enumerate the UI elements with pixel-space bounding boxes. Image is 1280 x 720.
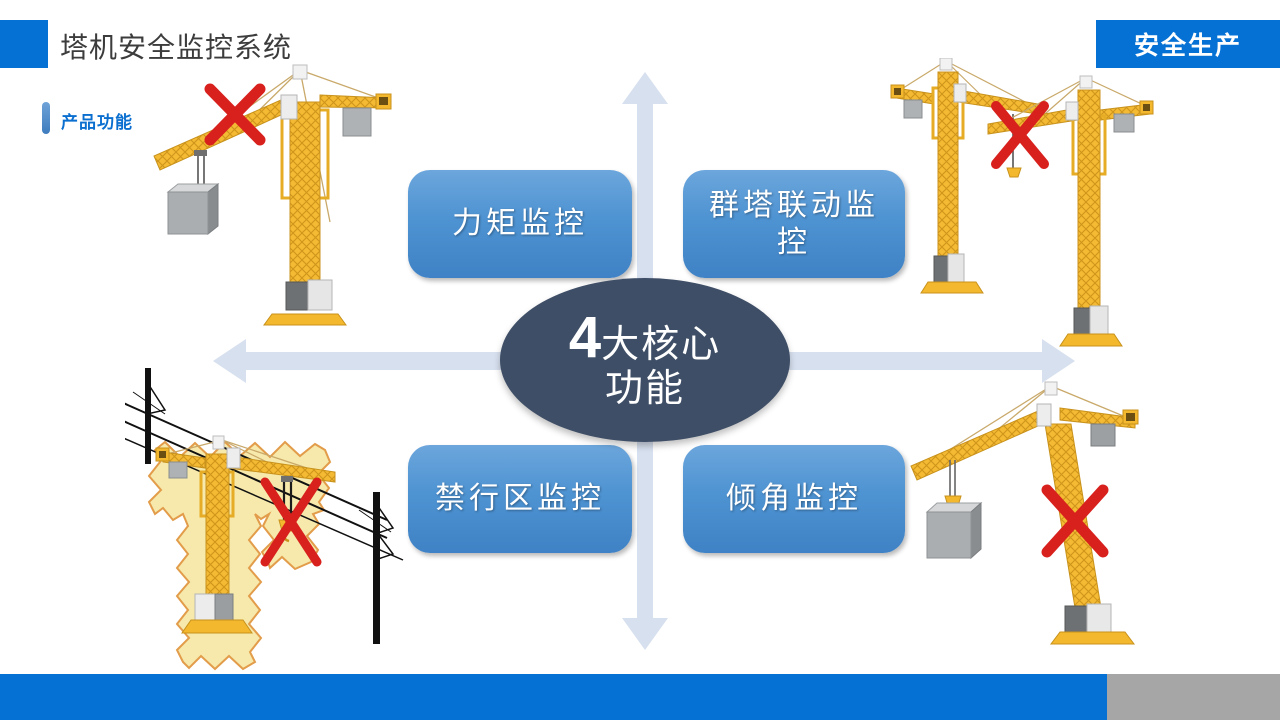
feature-box-moment: 力矩监控 <box>408 170 632 278</box>
safety-banner: 安全生产 <box>1096 20 1280 68</box>
core-functions-badge: 4 大核心 功能 <box>500 278 790 442</box>
feature-box-multi-crane: 群塔联动监控 <box>683 170 905 278</box>
feature-label-moment: 力矩监控 <box>452 207 588 241</box>
crane-overload-x-illustration <box>153 64 392 326</box>
title-accent-block <box>0 20 48 68</box>
crane-forbidden-zone-powerline-illustration <box>125 368 404 671</box>
core-functions-text2: 功能 <box>604 367 685 410</box>
safety-banner-label: 安全生产 <box>1133 32 1242 60</box>
section-tag-label: 产品功能 <box>61 113 133 132</box>
crane-collision-x-illustration <box>890 58 1154 347</box>
footer-bar-gray <box>1107 674 1280 720</box>
section-accent-bar <box>42 102 50 134</box>
core-functions-line1: 4 大核心 <box>568 304 722 370</box>
core-functions-text1: 大核心 <box>601 323 722 366</box>
feature-box-tilt: 倾角监控 <box>683 445 905 553</box>
footer-bar-blue <box>0 674 1107 720</box>
page-title: 塔机安全监控系统 <box>60 32 293 63</box>
feature-box-forbidden-zone: 禁行区监控 <box>408 445 632 553</box>
feature-label-tilt: 倾角监控 <box>726 482 862 516</box>
feature-label-forbidden-zone: 禁行区监控 <box>435 482 605 516</box>
crane-tilt-x-illustration <box>910 381 1139 645</box>
feature-label-multi-crane: 群塔联动监控 <box>709 188 879 260</box>
core-functions-count: 4 <box>568 304 602 370</box>
